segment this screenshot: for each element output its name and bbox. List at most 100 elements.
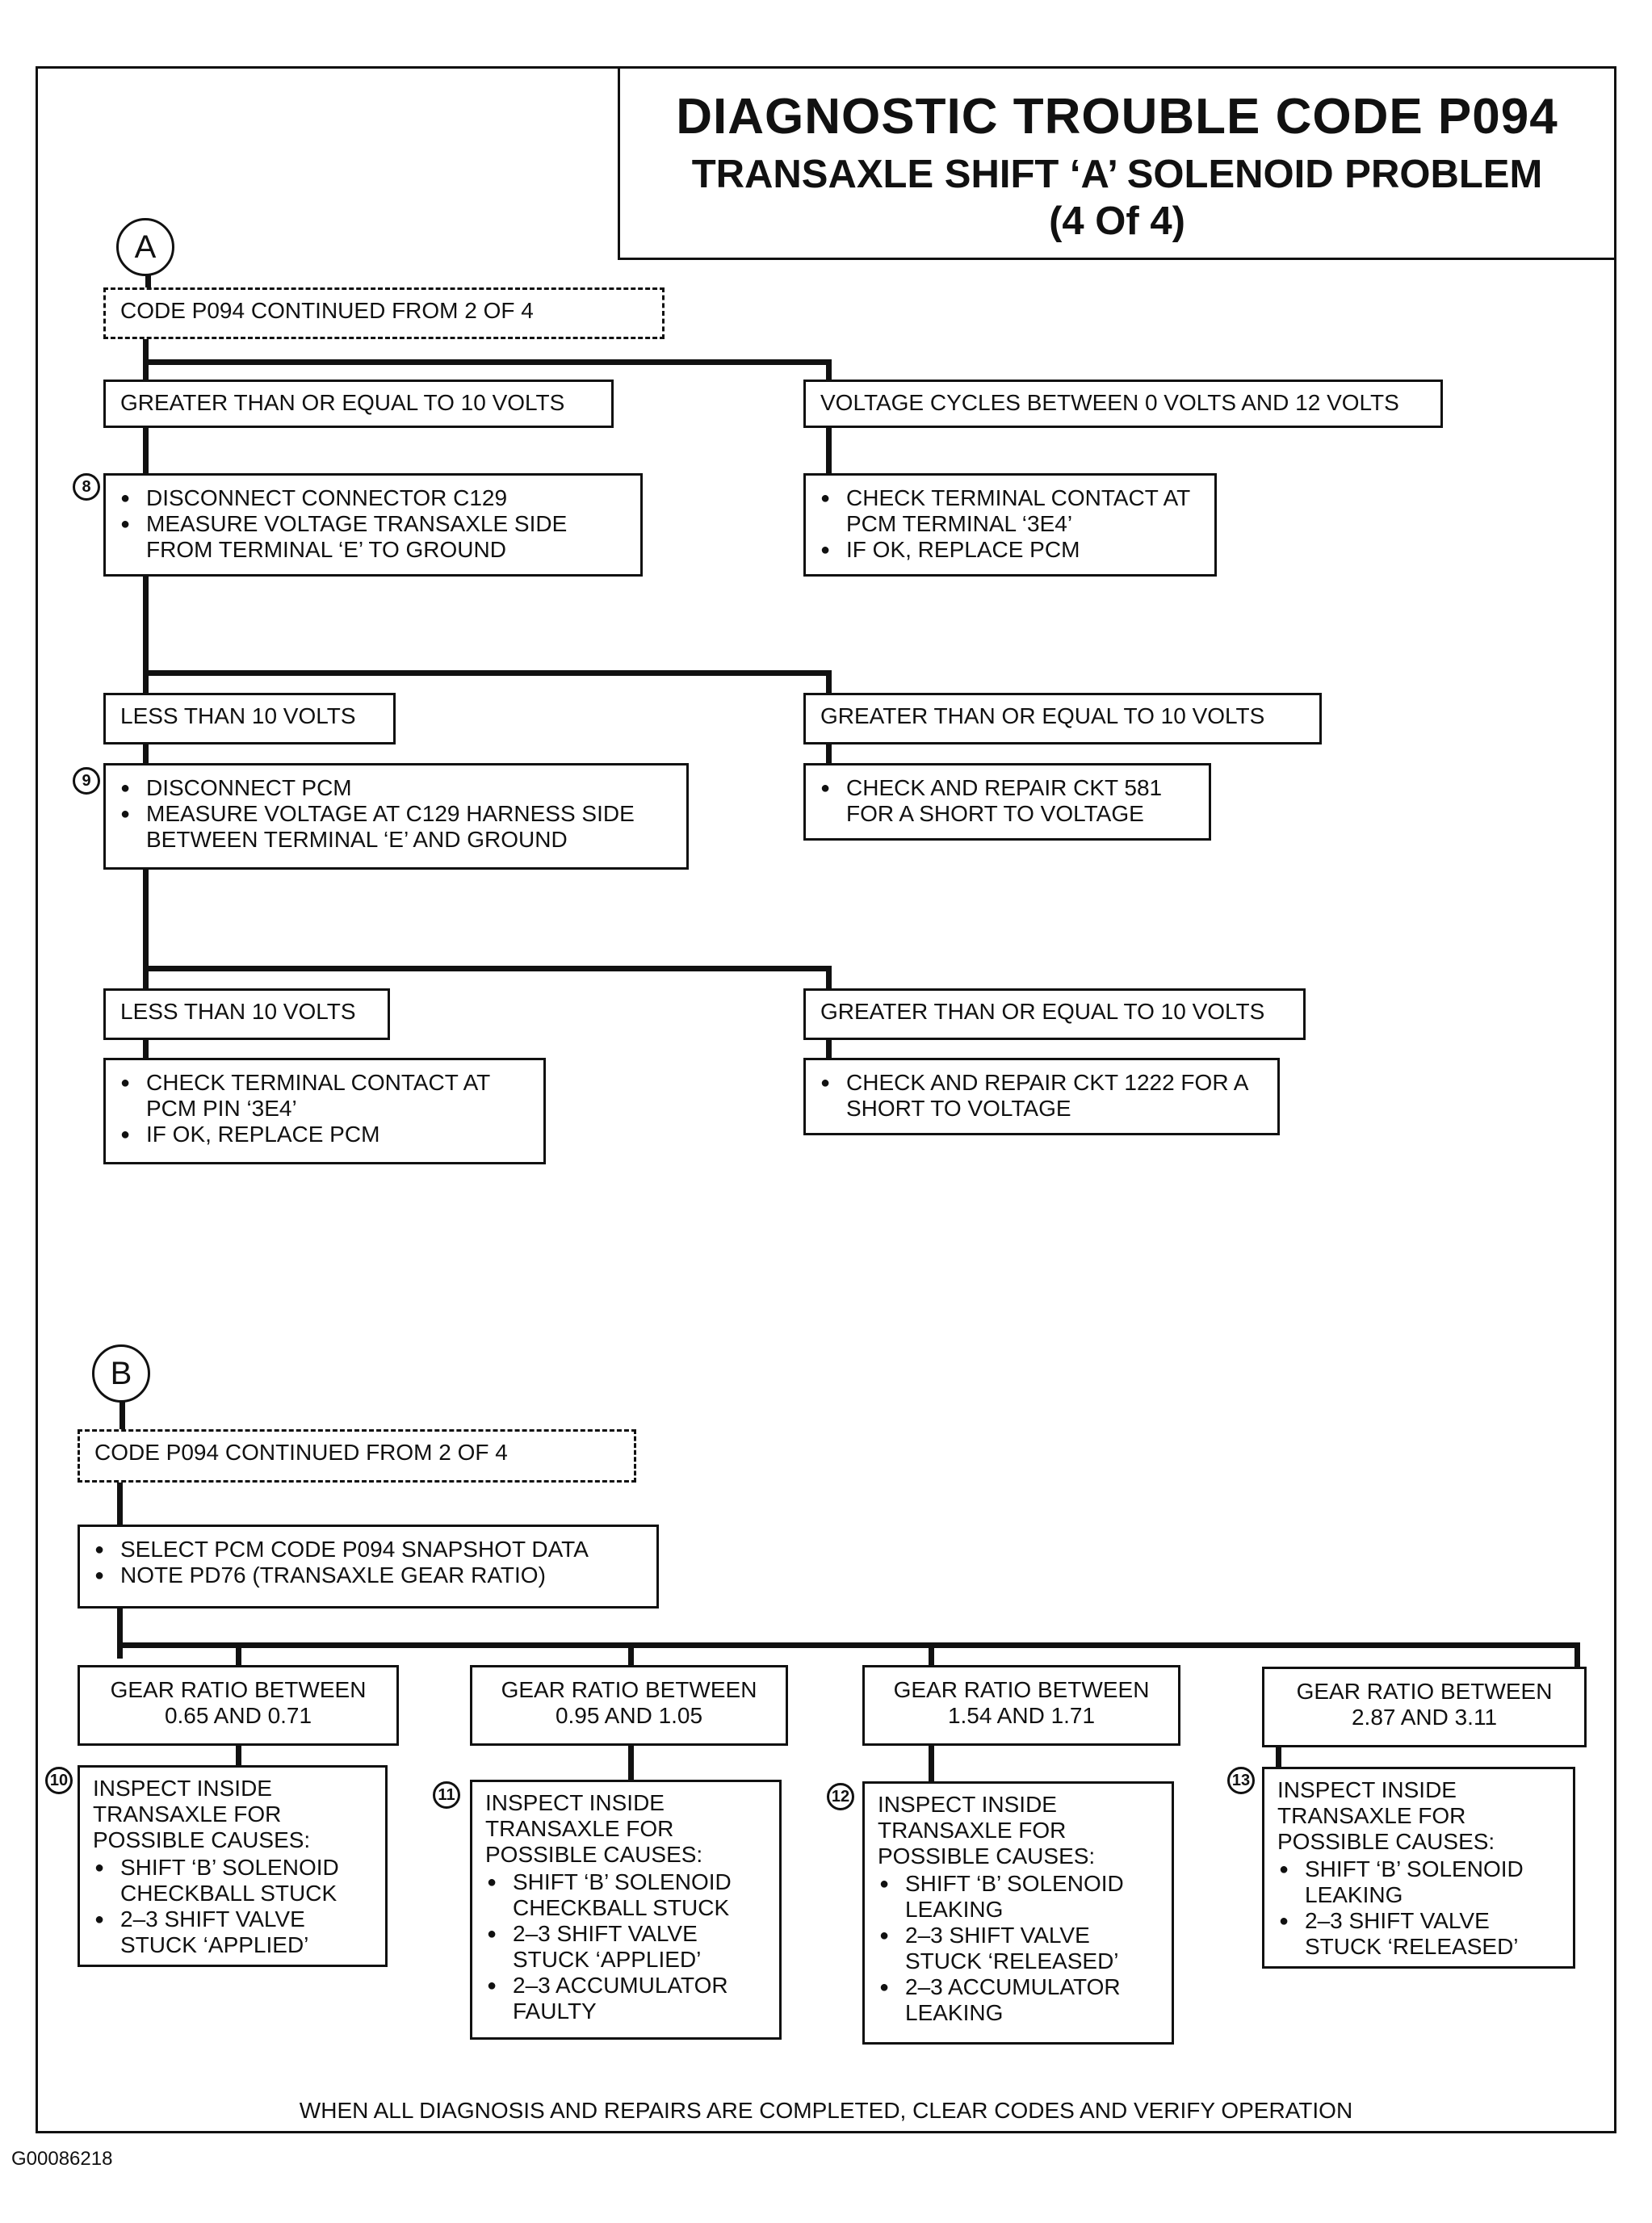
- step-box-9: DISCONNECT PCM MEASURE VOLTAGE AT C129 H…: [103, 763, 689, 870]
- gear-ratio-heading: GEAR RATIO BETWEEN: [893, 1677, 1150, 1702]
- connector-line: [236, 1642, 241, 1667]
- connector-line: [628, 1642, 634, 1667]
- connector-line: [143, 426, 149, 475]
- connector-line: [143, 359, 832, 365]
- step-number-9: 9: [73, 767, 100, 795]
- connector-line: [826, 1040, 832, 1074]
- causes-heading: INSPECT INSIDE TRANSAXLE FOR POSSIBLE CA…: [878, 1792, 1096, 1869]
- connector-a-circle: A: [116, 218, 174, 276]
- gear-ratio-heading: GEAR RATIO BETWEEN: [110, 1677, 367, 1702]
- result-box-a1-right: VOLTAGE CYCLES BETWEEN 0 VOLTS AND 12 VO…: [803, 380, 1443, 428]
- page-subtitle: TRANSAXLE SHIFT ‘A’ SOLENOID PROBLEM: [691, 153, 1543, 196]
- result-text: VOLTAGE CYCLES BETWEEN 0 VOLTS AND 12 VO…: [820, 390, 1399, 415]
- gear-ratio-heading: GEAR RATIO BETWEEN: [1296, 1679, 1553, 1704]
- action-box-a3-left: CHECK TERMINAL CONTACT AT PCM PIN ‘3E4’ …: [103, 1058, 546, 1164]
- connector-line: [1574, 1642, 1580, 1668]
- connector-b-circle: B: [92, 1344, 150, 1403]
- result-text: LESS THAN 10 VOLTS: [120, 999, 356, 1024]
- step-box-8: DISCONNECT CONNECTOR C129 MEASURE VOLTAG…: [103, 473, 643, 577]
- cause-item: 2–3 SHIFT VALVE STUCK ‘RELEASED’: [868, 1923, 1164, 1974]
- causes-heading: INSPECT INSIDE TRANSAXLE FOR POSSIBLE CA…: [485, 1790, 703, 1867]
- action-item: IF OK, REPLACE PCM: [809, 537, 1206, 563]
- connector-line: [826, 426, 832, 475]
- causes-box-12: INSPECT INSIDE TRANSAXLE FOR POSSIBLE CA…: [862, 1781, 1174, 2045]
- action-box-a3-right: CHECK AND REPAIR CKT 1222 FOR A SHORT TO…: [803, 1058, 1280, 1135]
- select-item: SELECT PCM CODE P094 SNAPSHOT DATA: [83, 1537, 648, 1562]
- connector-line: [117, 1607, 123, 1659]
- step-item: DISCONNECT CONNECTOR C129: [109, 485, 632, 511]
- result-text: GREATER THAN OR EQUAL TO 10 VOLTS: [120, 390, 565, 415]
- select-data-box: SELECT PCM CODE P094 SNAPSHOT DATA NOTE …: [78, 1525, 659, 1609]
- connector-line: [143, 1040, 149, 1074]
- action-item: CHECK TERMINAL CONTACT AT PCM PIN ‘3E4’: [109, 1070, 535, 1122]
- connector-line: [929, 1642, 934, 1667]
- causes-heading: INSPECT INSIDE TRANSAXLE FOR POSSIBLE CA…: [93, 1776, 311, 1852]
- gear-ratio-range: 0.65 AND 0.71: [164, 1703, 312, 1728]
- connector-line: [117, 1482, 123, 1526]
- cause-item: SHIFT ‘B’ SOLENOID LEAKING: [1268, 1856, 1565, 1908]
- action-item: CHECK AND REPAIR CKT 1222 FOR A SHORT TO…: [809, 1070, 1269, 1122]
- action-item: CHECK AND REPAIR CKT 581 FOR A SHORT TO …: [809, 775, 1201, 827]
- page-part: (4 Of 4): [1049, 199, 1185, 243]
- connector-line: [143, 575, 149, 694]
- step-number-13: 13: [1227, 1767, 1255, 1794]
- step-item: MEASURE VOLTAGE TRANSAXLE SIDE FROM TERM…: [109, 511, 632, 563]
- gear-ratio-range: 0.95 AND 1.05: [555, 1703, 703, 1728]
- cause-item: SHIFT ‘B’ SOLENOID LEAKING: [868, 1871, 1164, 1923]
- cause-item: SHIFT ‘B’ SOLENOID CHECKBALL STUCK: [476, 1869, 771, 1921]
- connector-line: [143, 868, 149, 989]
- continued-text-b: CODE P094 CONTINUED FROM 2 OF 4: [94, 1440, 508, 1465]
- result-text: LESS THAN 10 VOLTS: [120, 703, 356, 728]
- action-box-a1-right: CHECK TERMINAL CONTACT AT PCM TERMINAL ‘…: [803, 473, 1217, 577]
- connector-line: [628, 1744, 634, 1783]
- connector-line: [929, 1744, 934, 1785]
- connector-line: [236, 1744, 241, 1768]
- step-number-12: 12: [827, 1783, 854, 1810]
- gear-ratio-box-1: GEAR RATIO BETWEEN 0.65 AND 0.71: [78, 1665, 399, 1746]
- connector-line: [826, 670, 832, 694]
- gear-ratio-range: 2.87 AND 3.11: [1351, 1705, 1498, 1730]
- result-box-a2-left: LESS THAN 10 VOLTS: [103, 693, 396, 744]
- connector-line: [143, 670, 832, 676]
- connector-line: [143, 966, 832, 971]
- cause-item: 2–3 SHIFT VALVE STUCK ‘APPLIED’: [476, 1921, 771, 1973]
- gear-ratio-heading: GEAR RATIO BETWEEN: [501, 1677, 757, 1702]
- result-box-a2-right: GREATER THAN OR EQUAL TO 10 VOLTS: [803, 693, 1322, 744]
- gear-ratio-box-4: GEAR RATIO BETWEEN 2.87 AND 3.11: [1262, 1667, 1587, 1747]
- connector-line: [1276, 1746, 1281, 1770]
- connector-line: [826, 359, 832, 382]
- step-number-label: 13: [1231, 1772, 1251, 1789]
- causes-box-10: INSPECT INSIDE TRANSAXLE FOR POSSIBLE CA…: [78, 1765, 388, 1967]
- cause-item: 2–3 SHIFT VALVE STUCK ‘RELEASED’: [1268, 1908, 1565, 1960]
- gear-ratio-box-2: GEAR RATIO BETWEEN 0.95 AND 1.05: [470, 1665, 788, 1746]
- cause-item: 2–3 ACCUMULATOR LEAKING: [868, 1974, 1164, 2026]
- continued-text-a: CODE P094 CONTINUED FROM 2 OF 4: [120, 298, 534, 323]
- connector-line: [117, 1642, 1580, 1648]
- causes-box-13: INSPECT INSIDE TRANSAXLE FOR POSSIBLE CA…: [1262, 1767, 1575, 1969]
- connector-line: [119, 1397, 125, 1429]
- connector-a-label: A: [134, 229, 157, 265]
- cause-item: 2–3 ACCUMULATOR FAULTY: [476, 1973, 771, 2024]
- step-number-label: 10: [49, 1772, 69, 1789]
- step-item: DISCONNECT PCM: [109, 775, 678, 801]
- cause-item: SHIFT ‘B’ SOLENOID CHECKBALL STUCK: [83, 1855, 377, 1906]
- connector-line: [145, 275, 151, 289]
- step-number-10: 10: [45, 1767, 73, 1794]
- causes-heading: INSPECT INSIDE TRANSAXLE FOR POSSIBLE CA…: [1277, 1777, 1495, 1854]
- step-number-label: 11: [438, 1786, 455, 1804]
- connector-line: [826, 966, 832, 990]
- causes-box-11: INSPECT INSIDE TRANSAXLE FOR POSSIBLE CA…: [470, 1780, 782, 2040]
- result-text: GREATER THAN OR EQUAL TO 10 VOLTS: [820, 999, 1265, 1024]
- step-number-11: 11: [433, 1781, 460, 1809]
- result-text: GREATER THAN OR EQUAL TO 10 VOLTS: [820, 703, 1265, 728]
- gear-ratio-box-3: GEAR RATIO BETWEEN 1.54 AND 1.71: [862, 1665, 1180, 1746]
- footer-note: WHEN ALL DIAGNOSIS AND REPAIRS ARE COMPL…: [299, 2098, 1353, 2123]
- step-number-label: 12: [831, 1788, 850, 1806]
- continued-box-a: CODE P094 CONTINUED FROM 2 OF 4: [103, 287, 665, 339]
- result-box-a1-left: GREATER THAN OR EQUAL TO 10 VOLTS: [103, 380, 614, 428]
- page-title: DIAGNOSTIC TROUBLE CODE P094: [676, 89, 1558, 145]
- continued-box-b: CODE P094 CONTINUED FROM 2 OF 4: [78, 1429, 636, 1483]
- step-number-label: 8: [82, 478, 91, 496]
- action-box-a2-right: CHECK AND REPAIR CKT 581 FOR A SHORT TO …: [803, 763, 1211, 841]
- image-code: G00086218: [11, 2148, 113, 2170]
